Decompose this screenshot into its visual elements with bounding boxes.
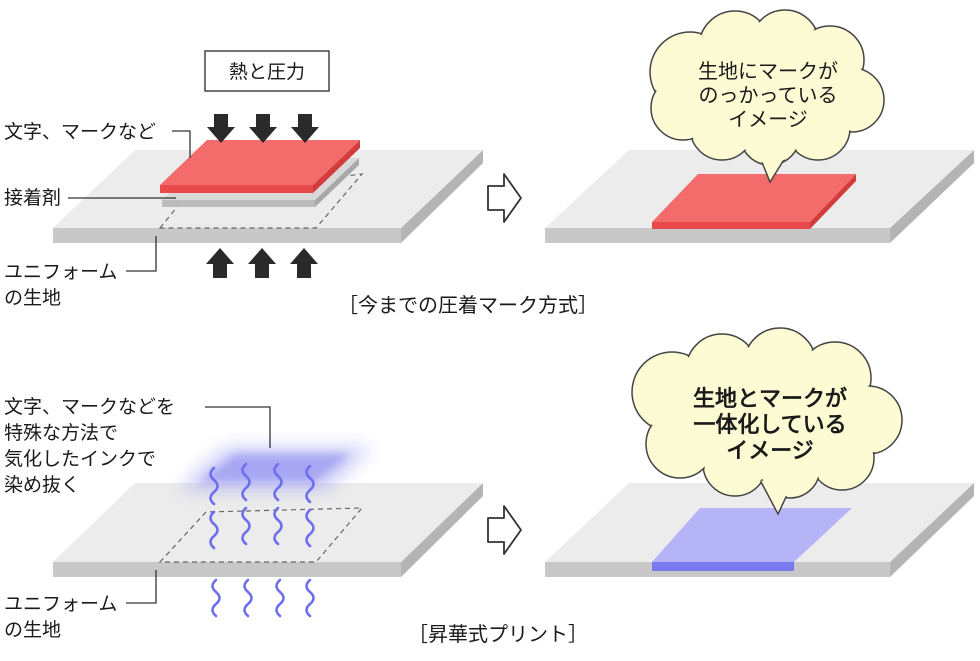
caption-top: ［今までの圧着マーク方式］ [338, 293, 598, 317]
heat-pressure-label: 熱と圧力 [229, 61, 305, 83]
fabric-label-line1: ユニフォーム [4, 261, 117, 283]
up-arrow-icon [206, 248, 318, 278]
fabric-label-bottom-line2: の生地 [4, 619, 61, 641]
desc-line2: 特殊な方法で [4, 422, 118, 444]
desc-line3: 気化したインクで [4, 448, 156, 470]
heat-pressure-box [204, 50, 330, 92]
fabric-label-bottom-line1: ユニフォーム [4, 593, 117, 615]
fabric-bottom-leader [126, 570, 157, 604]
adhesive-label: 接着剤 [4, 187, 61, 209]
fabric-label-line2: の生地 [4, 287, 61, 309]
bubble-bottom-line3: イメージ [726, 439, 814, 464]
desc-leader [205, 406, 271, 448]
bubble-bottom-line1: 生地とマークが [693, 386, 847, 412]
bottom-section: 文字、マークなどを 特殊な方法で 気化したインクで 染め抜く ユニフォーム の生… [4, 327, 974, 646]
red-mark-layer [160, 140, 360, 193]
fabric-leader [126, 236, 157, 272]
right-arrow-icon [487, 173, 522, 223]
desc-line4: 染め抜く [4, 474, 80, 496]
bubble-bottom-line2: 一体化している [693, 412, 846, 438]
dye-footprint-dashed [158, 507, 364, 563]
caption-bottom: ［昇華式プリント］ [408, 622, 588, 646]
text-mark-leader [172, 130, 191, 158]
bubble-top-line3: イメージ [728, 107, 808, 131]
red-mark-on-fabric [652, 174, 856, 229]
vapor-wave-below-icon [211, 578, 315, 618]
right-arrow-bottom-icon [487, 505, 522, 555]
text-mark-label: 文字、マークなど [4, 121, 156, 143]
speech-bubble-top: 生地にマークが のっかっている イメージ [649, 9, 885, 184]
dyed-area-on-fabric [652, 508, 852, 571]
vapor-wave-icon [209, 462, 315, 550]
bubble-top-line1: 生地にマークが [698, 59, 838, 83]
desc-line1: 文字、マークなどを [4, 396, 175, 418]
speech-bubble-bottom: 生地とマークが 一体化している イメージ [631, 327, 903, 516]
down-arrow-icon [207, 114, 319, 143]
top-section: 熱と圧力 [4, 9, 974, 317]
bubble-top-line2: のっかっている [699, 83, 838, 107]
fabric-slab-left-bottom [53, 483, 483, 577]
